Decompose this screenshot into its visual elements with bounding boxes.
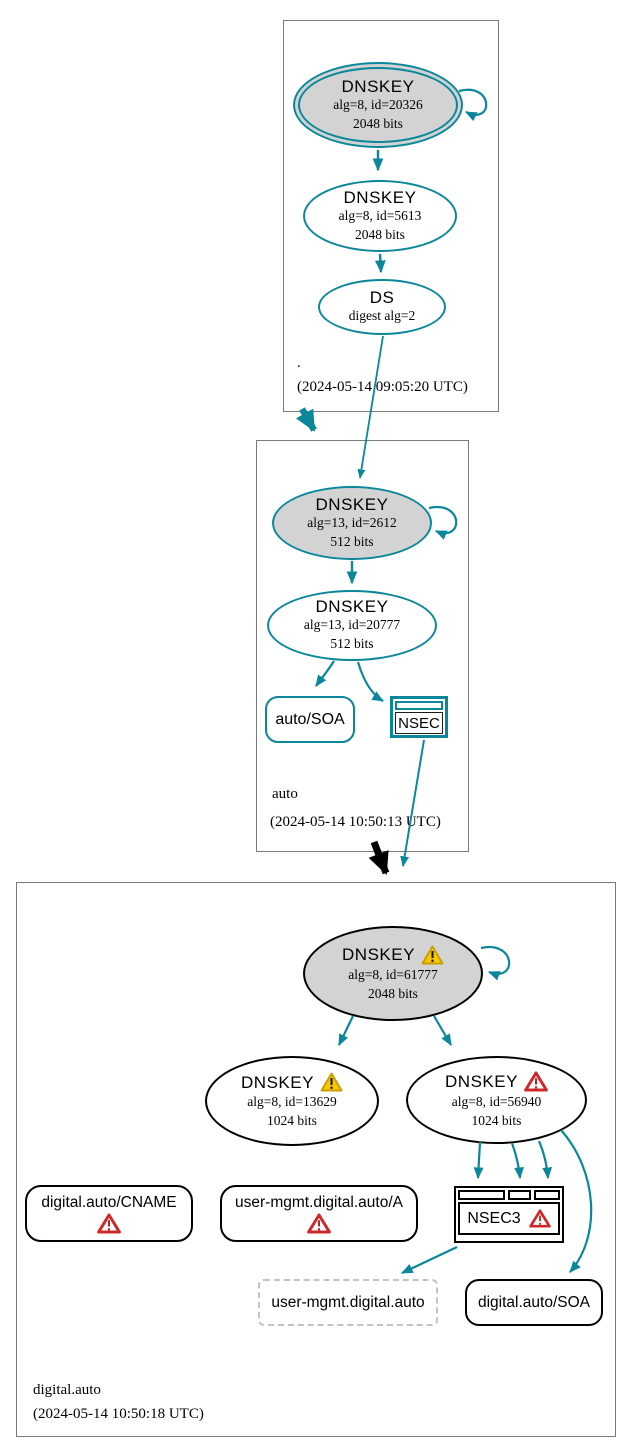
error-icon [97, 1213, 121, 1234]
node-detail: alg=13, id=20777 [303, 617, 401, 633]
dnskey-13629-node[interactable]: DNSKEY alg=8, id=13629 1024 bits [205, 1056, 379, 1146]
cname-rrset-node[interactable]: digital.auto/CNAME [25, 1185, 193, 1242]
zone-name-root: . [297, 355, 301, 371]
node-title: DNSKEY [342, 945, 415, 965]
node-bits: 512 bits [330, 533, 374, 549]
node-title: DNSKEY [343, 187, 417, 207]
zone-box-root [283, 20, 499, 412]
dnskey-ksk-digital-auto[interactable]: DNSKEY alg=8, id=61777 2048 bits [303, 926, 483, 1021]
zone-timestamp-auto: (2024-05-14 10:50:13 UTC) [270, 814, 441, 830]
node-label: user-mgmt.digital.auto [271, 1293, 425, 1311]
zone-timestamp-root: (2024-05-14 09:05:20 UTC) [297, 379, 468, 395]
node-title: DS [369, 288, 395, 308]
node-bits: 2048 bits [355, 226, 405, 242]
node-bits: 1024 bits [267, 1113, 317, 1128]
node-detail: alg=8, id=61777 [348, 966, 438, 982]
digital-auto-soa-node[interactable]: digital.auto/SOA [465, 1279, 603, 1326]
node-label: user-mgmt.digital.auto/A [235, 1193, 403, 1211]
node-label: NSEC [395, 712, 443, 734]
node-detail: alg=8, id=13629 [247, 1094, 337, 1110]
warning-icon [421, 945, 444, 965]
error-icon [528, 1209, 551, 1228]
zone-timestamp-digital-auto: (2024-05-14 10:50:18 UTC) [33, 1406, 204, 1422]
node-title: DNSKEY [315, 597, 389, 617]
nsec3-header-cell [458, 1190, 505, 1200]
nsec-header-cell [395, 701, 443, 710]
node-label: digital.auto/CNAME [41, 1193, 177, 1211]
nsec3-node[interactable]: NSEC3 [454, 1186, 564, 1243]
uncovered-name-node[interactable]: user-mgmt.digital.auto [258, 1279, 438, 1326]
node-detail: alg=13, id=2612 [307, 514, 397, 530]
node-title: DNSKEY [341, 76, 415, 96]
ds-node[interactable]: DS digest alg=2 [318, 279, 446, 335]
zone-box-digital-auto [16, 882, 616, 1437]
node-detail: alg=8, id=5613 [338, 207, 422, 223]
node-bits: 1024 bits [471, 1112, 522, 1128]
zone-name-digital-auto: digital.auto [33, 1382, 101, 1398]
dnskey-ksk-root[interactable]: DNSKEY alg=8, id=20326 2048 bits [293, 62, 463, 148]
node-detail: digest alg=2 [348, 308, 416, 324]
node-title: DNSKEY [445, 1071, 518, 1091]
nsec3-header-cell [534, 1190, 560, 1200]
node-detail: alg=8, id=20326 [333, 96, 423, 112]
node-detail: alg=8, id=56940 [451, 1093, 542, 1109]
dnskey-zsk-root[interactable]: DNSKEY alg=8, id=5613 2048 bits [303, 180, 457, 252]
dnskey-ksk-auto[interactable]: DNSKEY alg=13, id=2612 512 bits [272, 486, 432, 560]
dnskey-56940-node[interactable]: DNSKEY alg=8, id=56940 1024 bits [406, 1056, 587, 1144]
node-bits: 2048 bits [353, 115, 403, 131]
dnskey-zsk-auto[interactable]: DNSKEY alg=13, id=20777 512 bits [267, 590, 437, 661]
error-icon [524, 1071, 548, 1092]
node-title: DNSKEY [241, 1072, 314, 1092]
auto-soa-node[interactable]: auto/SOA [265, 696, 355, 743]
node-title: DNSKEY [315, 494, 389, 514]
node-bits: 2048 bits [368, 985, 418, 1001]
edge-delegation-root-to-auto [295, 407, 317, 432]
node-bits: 512 bits [330, 636, 374, 651]
a-rrset-node[interactable]: user-mgmt.digital.auto/A [220, 1185, 418, 1242]
zone-name-auto: auto [272, 786, 298, 802]
node-label: digital.auto/SOA [477, 1293, 590, 1311]
node-label: NSEC3 [467, 1209, 521, 1227]
nsec-node[interactable]: NSEC [390, 696, 448, 738]
nsec3-header-cell [507, 1190, 532, 1200]
error-icon [307, 1213, 331, 1234]
warning-icon [320, 1072, 343, 1092]
node-label: auto/SOA [275, 710, 345, 728]
